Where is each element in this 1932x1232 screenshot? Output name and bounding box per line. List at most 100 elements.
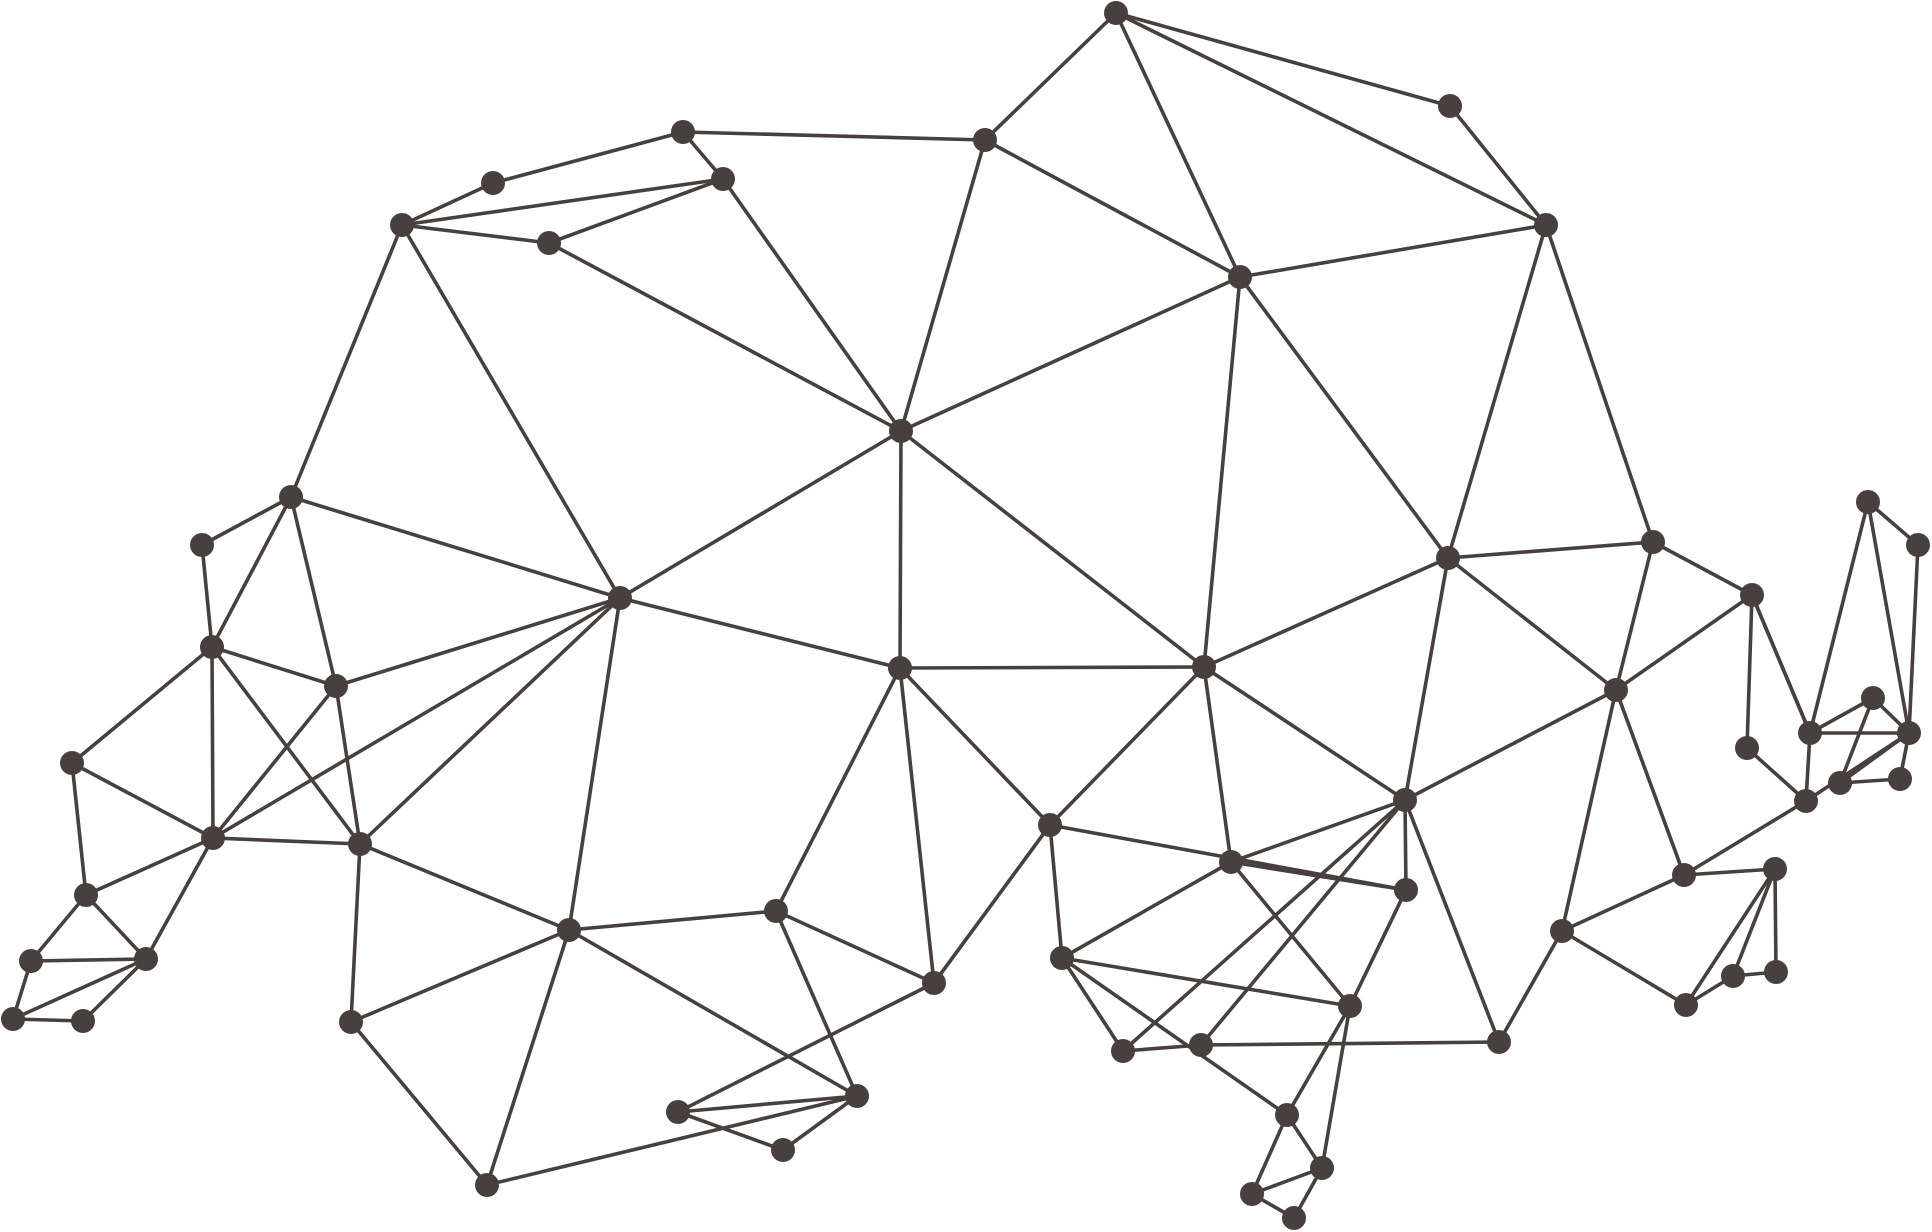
edge-line [1560, 929, 1688, 1007]
edge-line [1121, 1043, 1203, 1053]
edge-line [29, 957, 148, 963]
edge-line [1560, 873, 1686, 933]
edge-line [400, 181, 495, 227]
edge-line [676, 1110, 785, 1152]
edge-line [1808, 696, 1875, 735]
node-dot [1436, 546, 1460, 570]
edge-line [289, 495, 338, 688]
edge-line [1773, 867, 1778, 974]
node-dot [973, 128, 997, 152]
edge-line [774, 666, 902, 913]
edge-line [289, 223, 404, 499]
edge-line [1202, 665, 1407, 802]
node-dot [60, 751, 84, 775]
node-dot [888, 656, 912, 680]
node-dot [1856, 490, 1880, 514]
node-dot [1604, 678, 1628, 702]
edge-line [84, 836, 215, 897]
node-dot [1672, 863, 1696, 887]
node-dot [134, 947, 158, 971]
edge-line [211, 684, 338, 840]
edge-line [547, 177, 725, 245]
edge-line [29, 893, 88, 963]
edge-line [681, 130, 987, 142]
node-dot [71, 1009, 95, 1033]
edge-line [211, 836, 362, 846]
edge-line [1060, 956, 1289, 1117]
edge-line [334, 596, 622, 688]
edge-line [676, 981, 936, 1114]
edge-line [1750, 593, 1812, 735]
node-dot [1906, 533, 1930, 557]
edge-line [1745, 746, 1808, 803]
edge-line [1229, 860, 1408, 892]
node-dot [1764, 960, 1788, 984]
edge-line [898, 665, 1206, 670]
edge-line [1682, 867, 1777, 877]
edge-line [1682, 799, 1808, 877]
node-dot [1050, 946, 1074, 970]
edge-line [1497, 929, 1564, 1044]
edge-line [618, 596, 902, 670]
edge-line [1238, 223, 1548, 279]
node-dot [475, 1173, 499, 1197]
node-dot [1487, 1030, 1511, 1054]
node-dot [1394, 878, 1418, 902]
edge-line [1238, 275, 1450, 560]
edge-line [1403, 798, 1501, 1044]
node-dot [1038, 813, 1062, 837]
node-dot [711, 167, 735, 191]
node-dot [279, 485, 303, 509]
edge-line [200, 543, 214, 649]
edge-line [334, 684, 362, 846]
edge-line [491, 130, 685, 185]
edge-line [1614, 688, 1686, 877]
node-dot [1721, 964, 1745, 988]
node-dot [764, 899, 788, 923]
node-dot [1550, 919, 1574, 943]
edge-line [400, 177, 725, 227]
node-dot [1828, 771, 1852, 795]
edge-line [289, 495, 622, 600]
edge-line [567, 596, 622, 932]
edge-line [400, 223, 622, 600]
edge-line [567, 928, 859, 1098]
node-dot [1641, 530, 1665, 554]
node-dot [1240, 1182, 1264, 1206]
edge-line [899, 275, 1242, 433]
edge-line [211, 596, 622, 840]
edge-line [358, 842, 571, 932]
edge-line [1745, 593, 1754, 750]
node-dot [1897, 721, 1921, 745]
node-dot [1794, 789, 1818, 813]
node-dot [1740, 583, 1764, 607]
edge-line [781, 1094, 859, 1152]
edge-line [144, 836, 215, 961]
node-dot [324, 674, 348, 698]
node-dot [1861, 686, 1885, 710]
edge-line [1202, 556, 1450, 669]
edge-line [1907, 543, 1920, 735]
edge-line [1560, 688, 1618, 933]
edge-line [1614, 540, 1655, 692]
edge-line [1320, 1004, 1352, 1170]
edge-line [1403, 556, 1450, 802]
edge-line [567, 909, 778, 932]
edge-line [1060, 956, 1125, 1053]
node-dot [666, 1100, 690, 1124]
edge-line [1060, 956, 1352, 1008]
node-dot [1111, 1039, 1135, 1063]
edge-line [774, 909, 936, 985]
node-dot [557, 918, 581, 942]
edge-line [1229, 798, 1407, 864]
node-dot [1735, 736, 1759, 760]
edge-line [210, 495, 293, 649]
edge-line [485, 1094, 859, 1187]
node-dot [889, 419, 913, 443]
node-dot [1438, 94, 1462, 118]
node-dot [771, 1138, 795, 1162]
node-dot [845, 1084, 869, 1108]
edge-line [1403, 688, 1618, 802]
node-dot [190, 533, 214, 557]
edge-line [349, 928, 571, 1024]
